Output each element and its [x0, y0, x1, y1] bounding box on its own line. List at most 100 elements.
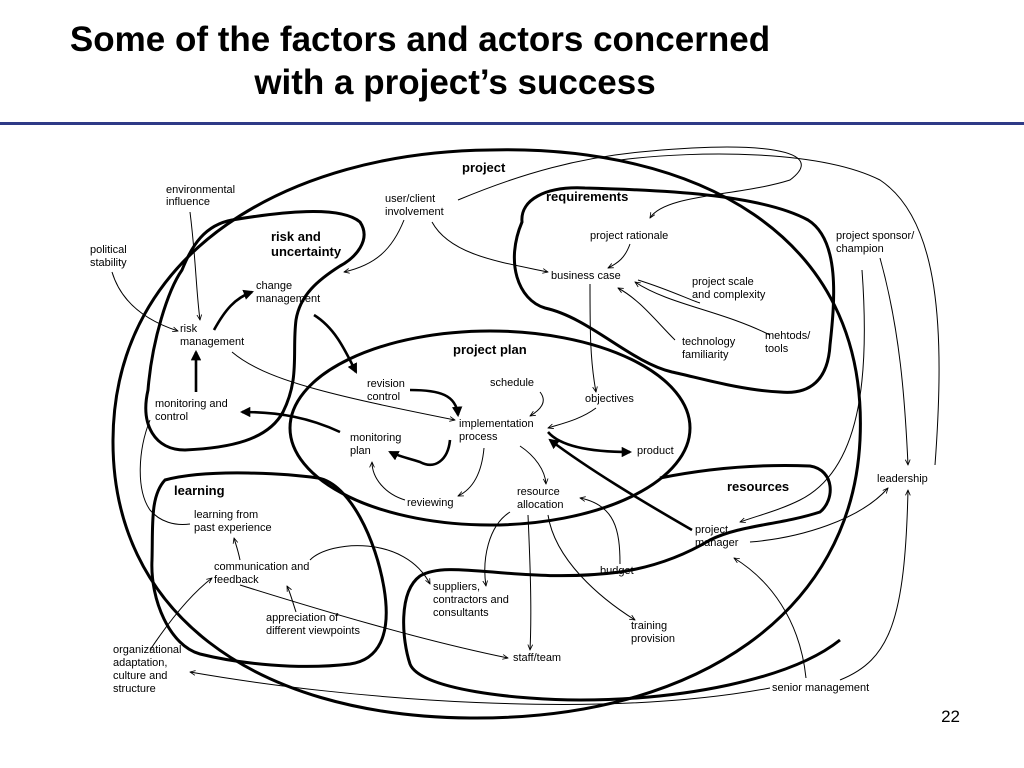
node-suppliers-1: suppliers,	[433, 581, 480, 593]
arrow-senior-to-organizational	[190, 672, 771, 705]
node-change-management-1: change	[256, 280, 292, 292]
node-monitoring-control-2: control	[155, 411, 188, 423]
node-project-manager-2: manager	[695, 537, 739, 549]
arrow-objectives-to-implementation	[548, 407, 597, 428]
node-resource-allocation-1: resource	[517, 486, 560, 498]
arrow-business-case-to-objectives	[589, 283, 596, 392]
node-organizational-1: organizational	[113, 644, 182, 656]
arrow-environmental-to-risk	[189, 211, 200, 320]
arrow-business-case-to-scale	[637, 279, 701, 304]
node-learning-past-1: learning from	[194, 509, 258, 521]
node-organizational-4: structure	[113, 683, 156, 695]
thin-arrows	[111, 146, 940, 705]
node-suppliers-3: consultants	[433, 607, 489, 619]
arrow-sponsor-to-project-manager	[740, 269, 865, 522]
arrow-resource-to-training	[547, 514, 635, 620]
node-change-management-2: management	[256, 293, 320, 305]
arrow-implementation-to-resource-allocation	[519, 445, 546, 484]
arrow-reviewing-to-monitoring-plan	[372, 462, 406, 501]
node-monitoring-control-1: monitoring and	[155, 398, 228, 410]
arrow-implementation-to-monitoring-plan	[388, 439, 452, 467]
node-monitoring-plan-2: plan	[350, 445, 371, 457]
arrow-communication-to-suppliers	[309, 545, 430, 584]
node-project-manager-1: project	[695, 524, 728, 536]
node-appreciation-2: different viewpoints	[266, 625, 360, 637]
node-appreciation-1: appreciation of	[266, 612, 339, 624]
node-political-stability-2: stability	[90, 257, 127, 269]
node-organizational-3: culture and	[113, 670, 167, 682]
slide-title-line-2: with a project’s success	[254, 63, 656, 102]
node-suppliers-2: contractors and	[433, 594, 509, 606]
node-leadership: leadership	[877, 473, 928, 485]
node-project-rationale: project rationale	[590, 230, 668, 242]
node-user-client-2: involvement	[385, 206, 444, 218]
arrow-technology-to-business-case	[618, 288, 676, 341]
project-plan-header: project plan	[453, 342, 527, 357]
node-budget: budget	[600, 565, 634, 577]
node-training-provision-2: provision	[631, 633, 675, 645]
arrow-change-management-to-revision	[313, 313, 358, 374]
node-methods-tools-2: tools	[765, 343, 789, 355]
resources-boundary	[402, 464, 841, 702]
node-risk-management-2: management	[180, 336, 244, 348]
arrow-project-manager-to-leadership	[749, 488, 888, 543]
arrow-resource-to-suppliers	[485, 511, 511, 586]
node-project-scale-1: project scale	[692, 276, 754, 288]
node-business-case: business case	[551, 270, 621, 282]
node-project-sponsor-2: champion	[836, 243, 884, 255]
arrow-political-to-risk	[111, 271, 178, 331]
node-environmental-influence-2: influence	[166, 196, 210, 208]
node-product: product	[637, 445, 674, 457]
node-reviewing: reviewing	[407, 497, 453, 509]
node-revision-control-2: control	[367, 391, 400, 403]
arrow-rationale-to-business-case	[608, 243, 631, 268]
arrow-appreciation-to-communication	[287, 586, 297, 613]
node-implementation-process-2: process	[459, 431, 498, 443]
arrow-senior-to-project-manager	[734, 558, 807, 679]
arrow-resource-to-staff	[528, 514, 531, 650]
page-number: 22	[941, 707, 960, 726]
arrow-sponsor-outer-loop	[619, 153, 940, 466]
arrow-risk-to-implementation	[231, 351, 455, 420]
node-monitoring-plan-1: monitoring	[350, 432, 401, 444]
learning-boundary	[150, 471, 388, 668]
arrow-communication-to-staff	[239, 584, 508, 658]
arrow-senior-to-leadership	[839, 490, 908, 681]
node-training-provision-1: training	[631, 620, 667, 632]
node-learning-past-2: past experience	[194, 522, 272, 534]
node-project-scale-2: and complexity	[692, 289, 766, 301]
node-technology-familiarity-2: familiarity	[682, 349, 729, 361]
arrow-communication-to-learning	[234, 538, 241, 561]
arrow-monitoring-to-learning	[139, 419, 191, 525]
requirements-boundary	[512, 186, 836, 394]
arrow-sponsor-to-leadership	[879, 257, 908, 465]
arrow-user-client-to-business-case	[431, 221, 548, 272]
node-schedule: schedule	[490, 377, 534, 389]
node-staff-team: staff/team	[513, 652, 561, 664]
node-senior-management: senior management	[772, 682, 869, 694]
arrow-implementation-to-product	[547, 431, 633, 458]
learning-header: learning	[174, 483, 225, 498]
node-political-stability-1: political	[90, 244, 127, 256]
arrow-implementation-to-reviewing	[458, 447, 485, 497]
requirements-header: requirements	[546, 189, 628, 204]
thick-arrows	[190, 289, 693, 532]
node-methods-tools-1: mehtods/	[765, 330, 811, 342]
node-resource-allocation-2: allocation	[517, 499, 563, 511]
risk-uncertainty-header-1: risk and	[271, 229, 321, 244]
slide-title-line-1: Some of the factors and actors concerned	[69, 20, 771, 59]
project-header: project	[462, 160, 506, 175]
title-divider	[0, 122, 1024, 125]
arrow-methods-to-business-case	[635, 282, 771, 336]
node-environmental-influence-1: environmental	[166, 184, 235, 196]
success-factors-diagram: project requirements risk and uncertaint…	[0, 128, 1024, 728]
project-plan-boundary	[288, 329, 692, 527]
node-risk-management-1: risk	[180, 323, 198, 335]
node-technology-familiarity-1: technology	[682, 336, 736, 348]
node-user-client-1: user/client	[385, 193, 435, 205]
arrow-user-client-to-risk	[344, 219, 405, 272]
risk-uncertainty-header-2: uncertainty	[271, 244, 342, 259]
arrow-budget-to-resource-allocation	[580, 498, 621, 565]
arrow-project-loop-to-rationale	[457, 146, 802, 218]
arrow-risk-to-change-management	[212, 289, 254, 331]
